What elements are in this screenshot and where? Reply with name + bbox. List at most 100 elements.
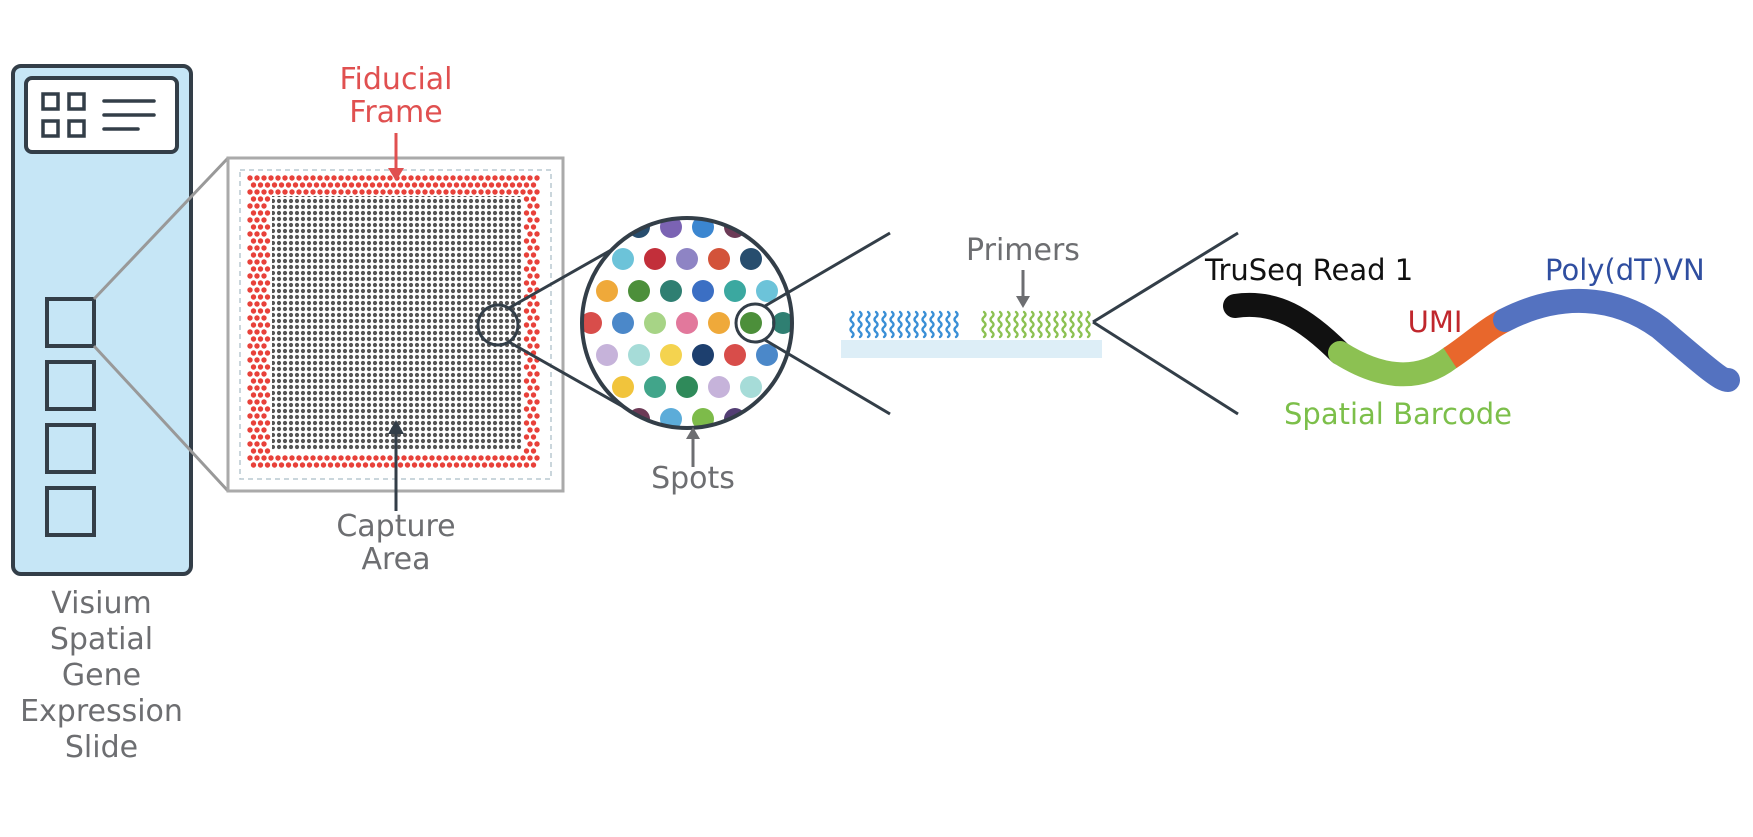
fiducial-dot [247, 413, 253, 419]
fiducial-dot [324, 175, 330, 181]
fiducial-dot [264, 182, 271, 188]
spot [644, 312, 666, 334]
fiducial-dot [257, 322, 264, 328]
fiducial-dot [261, 371, 267, 377]
spot [852, 216, 874, 238]
fiducial-dot [250, 448, 257, 454]
primers-panel [841, 310, 1102, 358]
fiducial-dot [278, 462, 285, 468]
fiducial-dot [481, 182, 488, 188]
fiducial-dot [264, 196, 271, 202]
fiducial-dot [359, 189, 365, 195]
fiducial-dot [457, 455, 463, 461]
fiducial-dot [450, 455, 456, 461]
fiducial-dot [250, 406, 257, 412]
fiducial-dot [513, 455, 519, 461]
spot [756, 408, 778, 428]
fiducial-dot [247, 329, 253, 335]
fiducial-dot [250, 238, 257, 244]
fiducial-dot [257, 420, 264, 426]
fiducial-dot [527, 413, 533, 419]
fiducial-dot [380, 455, 386, 461]
fiducial-dot [275, 175, 281, 181]
fiducial-dot [261, 301, 267, 307]
spot [612, 440, 634, 462]
spot [582, 280, 586, 302]
fiducial-dot [282, 455, 288, 461]
arrows [388, 133, 1030, 511]
fiducial-dot [257, 266, 264, 272]
fiducial-dot [254, 441, 260, 447]
capture-area-square-3 [45, 423, 96, 474]
fiducial-dot [257, 196, 264, 202]
fiducial-dot [530, 462, 537, 468]
spot [676, 440, 698, 462]
fiducial-dot [289, 189, 295, 195]
slide-label-line-2: Spatial [49, 622, 154, 657]
fiducial-dot [278, 182, 285, 188]
fiducial-dot [247, 189, 253, 195]
spot [756, 280, 778, 302]
fiducial-dot [492, 189, 498, 195]
fiducial-dot [264, 350, 271, 356]
fiducial-dot [383, 462, 390, 468]
fiducial-dot [534, 455, 540, 461]
fiducial-dot [345, 455, 351, 461]
spot [740, 312, 762, 334]
fiducial-dot [408, 175, 414, 181]
fiducial-dot [320, 182, 327, 188]
visium-slide [11, 64, 193, 576]
fiducial-dot [450, 175, 456, 181]
fiducial-dot [366, 455, 372, 461]
fiducial-dot [247, 203, 253, 209]
fiducial-dot [394, 189, 400, 195]
fiducial-dot [327, 462, 334, 468]
fiducial-dot [250, 266, 257, 272]
fiducial-dot [296, 189, 302, 195]
primer-strand [1077, 310, 1083, 339]
fiducial-dot [250, 294, 257, 300]
fiducial-dot [341, 182, 348, 188]
fiducial-dot [254, 385, 260, 391]
fiducial-dot [383, 182, 390, 188]
spot [756, 344, 778, 366]
fiducial-dot [530, 252, 537, 258]
fiducial-dot [261, 385, 267, 391]
fiducial-dot [523, 406, 530, 412]
fiducial-dot [506, 189, 512, 195]
fiducial-dot [261, 231, 267, 237]
fiducial-dot [520, 189, 526, 195]
fiducial-dot [527, 189, 533, 195]
fiducial-dot [471, 455, 477, 461]
fiducial-dot [527, 287, 533, 293]
spot [772, 184, 794, 206]
fiducial-dot [401, 175, 407, 181]
fiducial-dot [527, 357, 533, 363]
fiducial-dot [317, 189, 323, 195]
fiducial-dot [257, 294, 264, 300]
fiducial-dot [422, 189, 428, 195]
fiducial-dot [422, 175, 428, 181]
fiducial-dot [366, 189, 372, 195]
spot [820, 216, 842, 238]
fiducial-dot [324, 455, 330, 461]
primer-strand [1013, 310, 1019, 339]
fiducial-dot [527, 301, 533, 307]
fiducial-dot [523, 238, 530, 244]
fiducial-dot [523, 420, 530, 426]
primer-strand [1053, 310, 1059, 339]
fiducial-dot [254, 343, 260, 349]
fiducial-dot [527, 371, 533, 377]
fiducial-dot [436, 455, 442, 461]
fiducial-dot [411, 462, 418, 468]
fiducial-dot [348, 462, 355, 468]
capture-area [272, 196, 522, 450]
fiducial-dot [261, 413, 267, 419]
fiducial-dot [534, 413, 540, 419]
fiducial-dot [359, 455, 365, 461]
spot [740, 376, 762, 398]
zoom-lines-primer [1092, 231, 1239, 416]
fiducial-dot [464, 175, 470, 181]
primer-strand [989, 310, 995, 339]
fiducial-dot [275, 189, 281, 195]
